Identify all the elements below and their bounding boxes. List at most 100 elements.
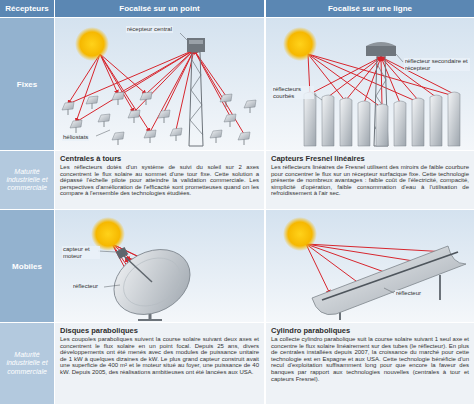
ray bbox=[194, 50, 226, 96]
part-label: récepteur central bbox=[126, 26, 173, 33]
cell-heading: Capteurs Fresnel linéaires bbox=[271, 154, 469, 163]
fresnel-mirror bbox=[430, 95, 442, 146]
ray bbox=[308, 54, 418, 102]
row-label: Maturité industrielle et commerciale bbox=[0, 151, 54, 209]
cell-heading: Cylindro paraboliques bbox=[271, 326, 469, 335]
cell-heading: Centrales à tours bbox=[60, 154, 259, 163]
description-cell: Cylindro paraboliquesLa collecte cylindr… bbox=[266, 323, 474, 404]
mirror-post bbox=[226, 101, 227, 107]
cell-label: Focalisé sur un point bbox=[119, 4, 199, 13]
heliostat-mirror bbox=[210, 130, 222, 138]
row-label: Fixes bbox=[0, 18, 54, 150]
column-header: Focalisé sur une ligne bbox=[266, 0, 474, 17]
mirror-post bbox=[68, 109, 69, 115]
curved-reflectors bbox=[304, 92, 460, 146]
sky-panel bbox=[266, 210, 474, 322]
heliostat-mirror bbox=[170, 128, 182, 136]
heliostat-mirror bbox=[86, 96, 98, 104]
heliostat-mirror bbox=[128, 110, 140, 118]
mirror-post bbox=[250, 107, 251, 113]
ray bbox=[146, 50, 194, 94]
row-label: Mobiles bbox=[0, 210, 54, 322]
cell-content: Disques paraboliquesLes coupoles parabol… bbox=[60, 326, 259, 376]
header-cell: Récepteurs bbox=[0, 0, 54, 17]
sun bbox=[283, 27, 317, 61]
ray bbox=[381, 57, 382, 106]
heliostat-mirror bbox=[140, 92, 152, 100]
mirror-post bbox=[230, 121, 231, 127]
cell-label: Mobiles bbox=[12, 262, 42, 271]
ray bbox=[306, 244, 360, 284]
heliostat-mirror bbox=[220, 94, 232, 102]
mirror-post bbox=[118, 99, 119, 105]
fresnel-mirror bbox=[394, 101, 406, 146]
heliostat-mirror bbox=[158, 110, 170, 118]
fresnel-mirror bbox=[340, 98, 352, 146]
mirror-post bbox=[164, 117, 165, 123]
row-label: Maturité industrielle et commerciale bbox=[0, 323, 54, 404]
fresnel-receiver bbox=[366, 42, 396, 146]
fresnel-mirror bbox=[304, 92, 316, 146]
ray bbox=[310, 57, 381, 94]
heliostat-mirror bbox=[98, 114, 110, 122]
cell-label: Maturité industrielle et commerciale bbox=[2, 351, 52, 375]
ray bbox=[100, 54, 118, 94]
description-cell: Disques paraboliquesLes coupoles parabol… bbox=[55, 323, 264, 404]
heliostat-mirror bbox=[70, 120, 82, 128]
mirror-post bbox=[176, 135, 177, 141]
sun bbox=[75, 27, 109, 61]
mirror-post bbox=[244, 139, 245, 145]
cell-heading: Disques paraboliques bbox=[60, 326, 259, 335]
cell-content: Capteurs Fresnel linéairesLes réflecteur… bbox=[271, 154, 469, 197]
parabolic-trough bbox=[312, 246, 466, 320]
ray bbox=[76, 54, 100, 122]
heliostat-mirror bbox=[224, 114, 236, 122]
fresnel-mirror bbox=[412, 98, 424, 146]
parabolic-dish bbox=[103, 237, 202, 328]
ray bbox=[306, 244, 448, 252]
cell-body: Les coupoles paraboliques suivent la cou… bbox=[60, 336, 259, 376]
part-label: réflecteur bbox=[72, 283, 99, 290]
heliostat-mirror bbox=[112, 132, 124, 140]
ray bbox=[306, 244, 420, 262]
heliostat-mirror bbox=[112, 92, 124, 100]
heliostat-mirror bbox=[244, 100, 256, 108]
part-label: réflecteurs courbés bbox=[272, 86, 314, 99]
cell-label: Focalisé sur une ligne bbox=[328, 4, 412, 13]
sun bbox=[283, 217, 317, 251]
mirror-post bbox=[134, 117, 135, 123]
sky-panel bbox=[266, 18, 474, 150]
mirror-post bbox=[146, 99, 147, 105]
part-label: héliostats bbox=[62, 134, 89, 141]
cell-label: Récepteurs bbox=[5, 4, 49, 13]
description-cell: Centrales à toursLes réflecteurs dotés d… bbox=[55, 151, 264, 209]
cell-content: Cylindro paraboliquesLa collecte cylindr… bbox=[271, 326, 469, 382]
cell-body: La collecte cylindro parabolique suit la… bbox=[271, 336, 469, 382]
ray bbox=[328, 57, 381, 97]
heliostat-mirror bbox=[144, 130, 156, 138]
heliostats bbox=[62, 92, 256, 145]
ray bbox=[134, 50, 194, 112]
heliostat-mirror bbox=[238, 132, 250, 140]
mirror-post bbox=[76, 127, 77, 133]
ray bbox=[150, 50, 194, 132]
cell-body: Les réflecteurs linéaires de Fresnel uti… bbox=[271, 164, 469, 197]
fresnel-mirror bbox=[376, 104, 388, 146]
column-header: Focalisé sur un point bbox=[55, 0, 264, 17]
part-label: réflecteur secondaire et récepteur bbox=[404, 58, 470, 71]
part-label: réflecteur bbox=[395, 290, 422, 297]
mirror-post bbox=[118, 139, 119, 145]
description-cell: Capteurs Fresnel linéairesLes réflecteur… bbox=[266, 151, 474, 209]
cell-body: Les réflecteurs dotés d'un système de su… bbox=[60, 164, 259, 197]
tower bbox=[187, 38, 205, 146]
mirror-post bbox=[92, 103, 93, 109]
mirror-post bbox=[104, 121, 105, 127]
cell-content: Centrales à toursLes réflecteurs dotés d… bbox=[60, 154, 259, 197]
heliostat-mirror bbox=[62, 102, 74, 110]
sky-panel bbox=[55, 18, 264, 150]
cell-label: Maturité industrielle et commerciale bbox=[2, 168, 52, 192]
cell-label: Fixes bbox=[17, 80, 37, 89]
fresnel-mirror bbox=[322, 95, 334, 146]
ray bbox=[68, 54, 100, 104]
part-label: capteur et moteur bbox=[62, 246, 100, 259]
